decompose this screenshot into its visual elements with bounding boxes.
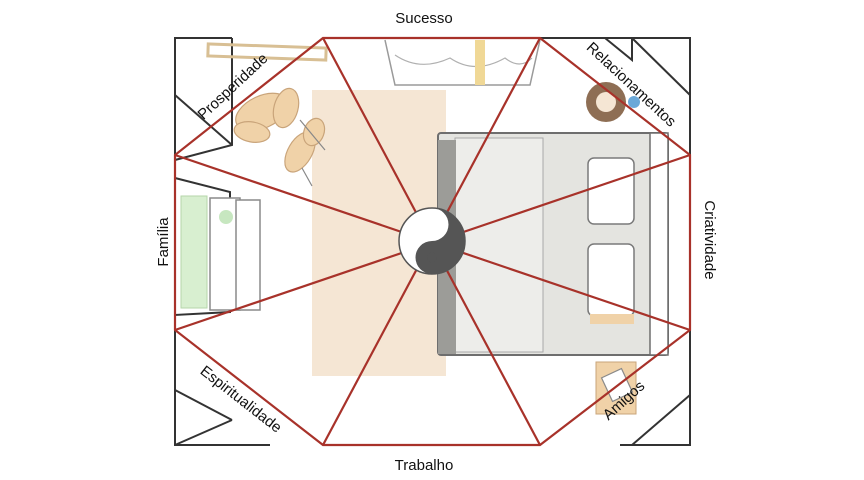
- label-top: Sucesso: [395, 10, 453, 27]
- bed-sheet: [454, 137, 544, 353]
- wall-frame: [206, 42, 328, 62]
- pillow-top: [587, 157, 635, 225]
- window-curtain: [384, 39, 541, 86]
- dresser: [174, 176, 261, 317]
- label-bottom-left: Espiritualidade: [197, 362, 285, 436]
- pillow-bottom: [587, 243, 635, 317]
- plants: [233, 87, 326, 187]
- label-bottom: Trabalho: [395, 457, 454, 474]
- curtain-tieback: [475, 40, 485, 85]
- label-right: Criatividade: [701, 200, 718, 279]
- label-left: Família: [155, 217, 172, 267]
- yin-yang-icon: [398, 207, 466, 275]
- nightstand-lamp: [586, 82, 640, 122]
